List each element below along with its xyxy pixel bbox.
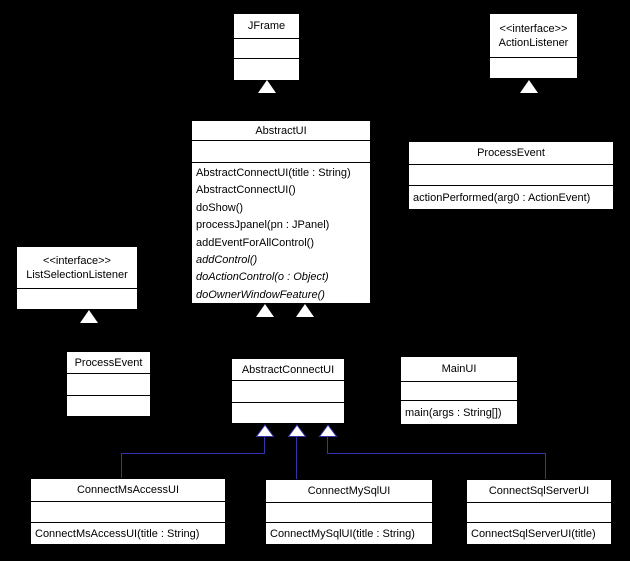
class-abstractui[interactable]: AbstractUI AbstractConnectUI(title : Str…	[191, 120, 371, 304]
methods-compartment: ConnectMySqlUI(title : String)	[266, 522, 432, 544]
class-abstractconnectui[interactable]: AbstractConnectUI	[231, 358, 345, 424]
method: ConnectMsAccessUI(title : String)	[35, 527, 200, 540]
class-name: AbstractConnectUI	[241, 363, 335, 376]
inheritance-line	[121, 453, 122, 478]
class-name: ListSelectionListener	[26, 268, 128, 281]
class-title-compartment: <<interface>> ListSelectionListener	[17, 247, 137, 288]
class-connectsqlserverui[interactable]: ConnectSqlServerUI ConnectSqlServerUI(ti…	[466, 479, 612, 545]
class-processevent-action[interactable]: ProcessEvent actionPerformed(arg0 : Acti…	[408, 141, 614, 210]
methods-compartment: ConnectMsAccessUI(title : String)	[31, 522, 225, 544]
methods-compartment	[232, 402, 344, 423]
class-stereotype: <<interface>>	[499, 22, 568, 35]
class-mainui[interactable]: MainUI main(args : String[])	[400, 356, 518, 425]
class-listselectionlistener[interactable]: <<interface>> ListSelectionListener	[16, 246, 138, 310]
abstract-method: doOwnerWindowFeature()	[196, 288, 325, 301]
abstract-method: doActionControl(o : Object)	[196, 271, 329, 284]
method: actionPerformed(arg0 : ActionEvent)	[413, 191, 591, 204]
class-connectmsaccessui[interactable]: ConnectMsAccessUI ConnectMsAccessUI(titl…	[30, 478, 226, 545]
class-jframe[interactable]: JFrame	[233, 13, 300, 81]
class-title-compartment: JFrame	[234, 14, 299, 38]
methods-compartment: ConnectSqlServerUI(title)	[467, 522, 611, 544]
generalization-arrow-icon	[80, 310, 98, 323]
attributes-compartment	[401, 381, 517, 400]
class-title-compartment: <<interface>> ActionListener	[490, 14, 577, 57]
class-actionlistener[interactable]: <<interface>> ActionListener	[489, 13, 578, 79]
class-name: ConnectSqlServerUI	[488, 485, 590, 497]
class-title-compartment: ConnectMsAccessUI	[31, 479, 225, 501]
method: AbstractConnectUI(title : String)	[196, 167, 351, 179]
generalization-arrow-icon	[258, 80, 276, 93]
method: ConnectSqlServerUI(title)	[471, 527, 596, 540]
class-title-compartment: ProcessEvent	[67, 352, 150, 373]
class-title-compartment: ConnectMySqlUI	[266, 480, 432, 502]
class-name: ProcessEvent	[477, 147, 545, 159]
abstract-method: addControl()	[196, 254, 258, 267]
method: processJpanel(pn : JPanel)	[196, 219, 330, 232]
class-name: ProcessEvent	[74, 356, 143, 369]
methods-compartment: main(args : String[])	[401, 400, 517, 424]
methods-compartment	[67, 395, 150, 416]
generalization-arrow-icon	[296, 304, 314, 317]
generalization-arrow-icon	[256, 304, 274, 317]
attributes-compartment	[490, 57, 577, 78]
methods-compartment: AbstractConnectUI(title : String) Abstra…	[192, 162, 370, 304]
inheritance-line	[327, 453, 546, 454]
class-name: AbstractUI	[255, 124, 307, 137]
attributes-compartment	[409, 164, 613, 185]
inheritance-line	[121, 453, 265, 454]
class-title-compartment: ConnectSqlServerUI	[467, 480, 611, 502]
attributes-compartment	[17, 288, 137, 309]
class-title-compartment: MainUI	[401, 357, 517, 381]
class-connectmysqlui[interactable]: ConnectMySqlUI ConnectMySqlUI(title : St…	[265, 479, 433, 545]
attributes-compartment	[192, 140, 370, 162]
attributes-compartment	[67, 373, 150, 395]
method: doShow()	[196, 201, 244, 214]
method: addEventForAllControl()	[196, 236, 314, 249]
generalization-arrow-icon	[520, 80, 538, 93]
class-title-compartment: ProcessEvent	[409, 142, 613, 164]
inheritance-line	[264, 437, 265, 453]
inheritance-line	[545, 453, 546, 479]
class-processevent-list[interactable]: ProcessEvent	[66, 351, 151, 417]
class-name: ConnectMsAccessUI	[76, 484, 180, 496]
class-stereotype: <<interface>>	[43, 254, 111, 267]
method: AbstractConnectUI()	[196, 184, 296, 197]
class-title-compartment: AbstractConnectUI	[232, 359, 344, 380]
attributes-compartment	[31, 501, 225, 522]
inheritance-line	[296, 437, 297, 479]
attributes-compartment	[232, 380, 344, 402]
class-name: ConnectMySqlUI	[307, 485, 391, 497]
generalization-arrow-icon	[255, 424, 275, 437]
class-name: MainUI	[441, 363, 477, 375]
attributes-compartment	[234, 38, 299, 58]
methods-compartment: actionPerformed(arg0 : ActionEvent)	[409, 185, 613, 209]
attributes-compartment	[467, 502, 611, 522]
method: ConnectMySqlUI(title : String)	[270, 527, 415, 540]
methods-compartment	[234, 58, 299, 80]
class-name: ActionListener	[498, 36, 569, 49]
inheritance-line	[327, 437, 328, 453]
class-title-compartment: AbstractUI	[192, 121, 370, 140]
method: main(args : String[])	[405, 406, 502, 419]
class-name: JFrame	[247, 20, 286, 32]
generalization-arrow-icon	[318, 424, 338, 437]
attributes-compartment	[266, 502, 432, 522]
generalization-arrow-icon	[287, 424, 307, 437]
